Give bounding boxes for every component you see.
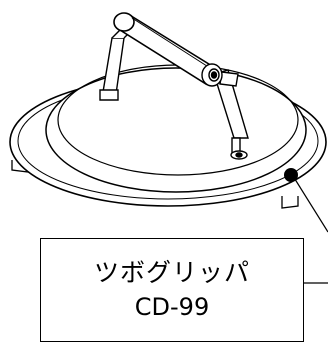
leader-line: [292, 175, 328, 284]
inner-plate: [45, 64, 307, 193]
product-name: ツボグリッパ: [93, 258, 250, 287]
handle-end-cap: [201, 63, 223, 87]
product-label-box: ツボグリッパ CD-99: [40, 238, 304, 342]
model-number: CD-99: [134, 293, 210, 321]
bolt-dot: [284, 168, 298, 182]
